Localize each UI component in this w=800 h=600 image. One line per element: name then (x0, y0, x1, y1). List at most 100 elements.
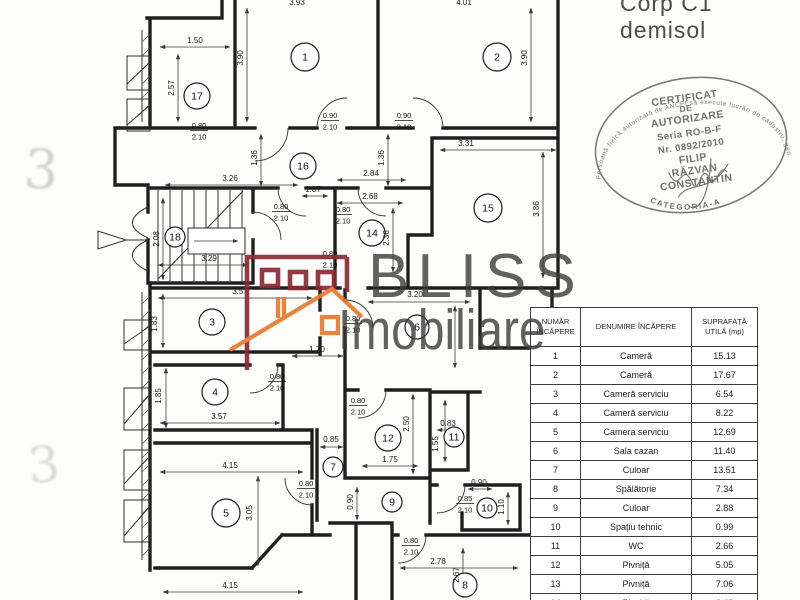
stamp-text-line: RĂZVAN (671, 161, 718, 180)
door-size-label: 0.90 (323, 111, 338, 120)
dimension-label: 1.36 (250, 150, 259, 166)
door-height-label: 2.10 (336, 217, 351, 226)
dimension-label: 3.26 (222, 174, 238, 183)
certification-stamp: Persoană fizică autorizată de ANCPI să e… (581, 65, 792, 218)
dimension-label: 3.93 (289, 0, 305, 7)
table-cell: 7.34 (691, 479, 758, 499)
table-cell: Pivniță (580, 593, 692, 600)
door-size-label: 0.80 (192, 121, 207, 130)
door-height-label: 2.10 (192, 133, 207, 142)
dimension-label: 1.10 (497, 499, 506, 515)
door-height-label: 2.10 (299, 491, 314, 500)
dimension-label: 4.15 (222, 581, 238, 590)
room-number-circle (443, 426, 465, 448)
room-area-table: NUMĂR ÎNCĂPERE DENUMIRE ÎNCĂPERE SUPRAFA… (530, 307, 758, 600)
table-cell: 14 (530, 593, 581, 600)
table-cell: Culoar (580, 460, 692, 480)
room-number-circle (164, 226, 186, 248)
room-number-circle (358, 219, 386, 247)
dimension-label: 3.57 (211, 412, 227, 421)
table-cell: Spațiu tehnic (580, 517, 692, 537)
table-cell: 0.99 (691, 517, 758, 537)
dimension-label: 3.31 (458, 139, 474, 148)
room-number-circle (476, 497, 498, 519)
dimension-label: 1.50 (187, 36, 203, 45)
table-cell: 15.13 (691, 346, 758, 366)
room-number-circle (183, 82, 211, 110)
table-cell: Cameră serviciu (580, 403, 692, 423)
room-number-circle (452, 572, 478, 598)
table-cell: 8.22 (691, 403, 758, 423)
dimension-label: 1.55 (431, 436, 440, 452)
table-cell: 1 (530, 346, 581, 366)
dimension-label: 0.90 (471, 478, 487, 487)
door-height-label: 2.10 (404, 548, 419, 557)
door-height-label: 2.10 (351, 408, 366, 417)
room-number-label: 3 (209, 317, 215, 329)
table-cell: 12 (530, 555, 581, 575)
dimension-label: 2.67 (452, 567, 461, 583)
table-cell: 4 (530, 403, 581, 423)
room-number-label: 9 (389, 497, 395, 509)
dimension-label: 3.29 (201, 254, 217, 263)
dimension-label: 0.83 (440, 419, 456, 428)
dimension-label: 1.70 (309, 345, 325, 354)
table-cell: 2 (530, 365, 581, 385)
entrance-arrow-icon (97, 205, 151, 273)
room-number-label: 6 (414, 322, 420, 334)
room-number-circle (473, 193, 503, 223)
dimension-label: 1.07 (305, 185, 321, 194)
corp-label: Corp C1 (620, 0, 713, 16)
door-height-label: 2.10 (397, 123, 412, 132)
stamp-text-line: DE (679, 103, 693, 115)
dimension-label: 3.57 (232, 287, 248, 296)
door-size-label: 0.85 (458, 494, 473, 503)
dimension-label: 3.90 (520, 50, 529, 66)
table-cell: 3 (530, 384, 581, 404)
level-label: demisol (620, 17, 707, 43)
table-cell: Culoar (580, 498, 692, 518)
door-size-label: 0.80 (346, 314, 361, 323)
room-number-label: 2 (494, 52, 500, 64)
table-cell: 6.54 (691, 384, 758, 404)
dimension-label: 1.36 (377, 150, 386, 166)
header-room-number: NUMĂR ÎNCĂPERE (530, 307, 581, 347)
dimension-label: 2.57 (167, 80, 176, 96)
table-header-row: NUMĂR ÎNCĂPERE DENUMIRE ÎNCĂPERE SUPRAFA… (530, 307, 758, 347)
table-cell: 10 (530, 517, 581, 537)
table-cell: Sala cazan (580, 441, 692, 461)
room-number-circle (404, 314, 430, 340)
table-cell: 5.05 (691, 555, 758, 575)
table-cell: 13 (530, 574, 581, 594)
signature-icon (668, 158, 729, 209)
dimension-label: 4.15 (222, 461, 238, 470)
door-height-label: 2.10 (458, 506, 473, 515)
dimension-label: 3.86 (532, 201, 541, 217)
dimension-label: 1.85 (154, 388, 163, 404)
door-size-label: 0.80 (404, 536, 419, 545)
table-cell: Cameră (580, 346, 692, 366)
dimension-label: 3.90 (236, 50, 245, 66)
room-number-label: 5 (223, 508, 229, 520)
page-title: Corp C1 demisol (620, 0, 713, 44)
door-size-label: 0.80 (323, 249, 338, 258)
room-number-label: 18 (169, 232, 181, 244)
door-height-label: 2.10 (270, 384, 285, 393)
dimension-label: 1.75 (382, 455, 398, 464)
door-height-label: 2.10 (346, 326, 361, 335)
table-row: 14Pivniță6.42 (530, 593, 758, 600)
table-cell: Spălătorie (580, 479, 692, 499)
dimension-label: 2.08 (152, 231, 161, 247)
room-number-circle (381, 491, 403, 513)
table-cell: 11.40 (691, 441, 758, 461)
